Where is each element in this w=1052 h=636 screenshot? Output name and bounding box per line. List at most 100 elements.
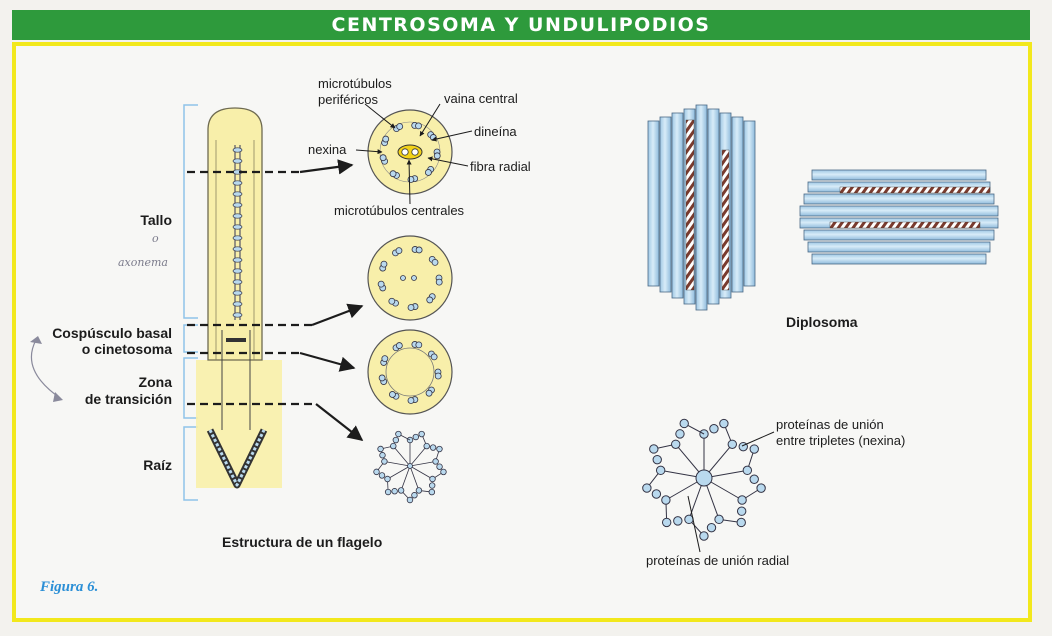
chain-link [232, 147, 243, 153]
centriole-tubule [799, 205, 999, 217]
triplet-tubule [377, 445, 384, 453]
triplet-tubule [397, 487, 405, 494]
diplosoma-horizontal [799, 169, 999, 265]
centriole-tubule [743, 120, 756, 287]
handwriting-axonema: axonema [118, 256, 168, 269]
radial-spoke [387, 465, 411, 480]
label-vaina-central: vaina central [444, 91, 518, 106]
figure-frame [12, 42, 1032, 622]
chain-link [232, 312, 243, 318]
centriole-tubule [647, 120, 660, 287]
chain-link [232, 213, 243, 219]
doublet-tubule [426, 296, 434, 304]
handwritten-arrow [30, 339, 61, 399]
doublet-tubule [415, 122, 422, 130]
radial-spoke [392, 445, 411, 467]
label-proteinas-radial: proteínas de unión radial [646, 553, 790, 568]
triplet-tubule [661, 495, 671, 505]
triplet-tubule [706, 522, 717, 533]
triplet-tubule [384, 488, 392, 496]
flagellum-drawing [196, 107, 282, 489]
cell-body-area [196, 360, 282, 488]
chain-link [232, 235, 243, 241]
basal-body-star [642, 418, 766, 541]
doublet-tubule [424, 169, 432, 176]
label-tallo: Tallo [140, 212, 172, 228]
triplet-tubule [749, 444, 759, 454]
page-title: CENTROSOMA Y UNDULIPODIOS [331, 14, 711, 36]
doublet-tubule [425, 389, 433, 397]
triplet-tubule [395, 430, 402, 438]
doublet-tubule [415, 341, 423, 349]
triplet-tubule [737, 495, 747, 505]
cross-section-root [373, 430, 447, 504]
doublet-tubule [378, 374, 386, 382]
doublet-tubule [430, 353, 438, 361]
chain-link [232, 279, 243, 285]
label-de-transicion: de transición [84, 391, 172, 407]
label-cinetosoma: o cinetosoma [81, 341, 172, 357]
doublet-tubule [407, 176, 415, 183]
triplet-tubule [436, 445, 443, 453]
doublet-tubule [389, 391, 396, 398]
triplet-tubule [727, 439, 737, 449]
triplet-tubule [714, 514, 724, 525]
centriole-tubule [671, 112, 684, 299]
chain-link [232, 268, 243, 274]
radial-spoke [400, 465, 411, 491]
triplet-tubule [736, 517, 746, 528]
triplet-tubule [384, 475, 391, 483]
region-brackets [183, 104, 198, 501]
triplet-tubule [699, 531, 709, 541]
basal-body-pointers [687, 431, 775, 553]
triplet-tubule [411, 492, 418, 499]
doublet-tubule [380, 260, 388, 268]
triplet-tubule [679, 418, 689, 429]
chain-link [232, 158, 243, 164]
triplet-tubule [652, 454, 662, 465]
doublet-tubule [435, 278, 443, 286]
caption-diplosoma: Diplosoma [786, 314, 858, 330]
chain-link [232, 257, 243, 263]
triplet-tubule [671, 439, 681, 449]
doublet-tubule [388, 297, 396, 305]
figure-label: Figura 6. [40, 579, 99, 595]
triplet-tubule [649, 444, 659, 454]
triplet-tubule [673, 516, 683, 526]
doublet-tubule [434, 372, 442, 380]
triplet-tubule [418, 430, 425, 438]
label-zona: Zona [138, 374, 172, 390]
chain-link [232, 246, 243, 252]
triplet-tubule [709, 424, 719, 434]
centriole-tubule [731, 116, 744, 293]
label-proteinas-union-2: entre tripletes (nexina) [776, 433, 906, 448]
triplet-tubule [429, 475, 436, 483]
cross-section-pointers [355, 103, 473, 205]
label-dineina: dineína [474, 124, 517, 139]
title-bar: CENTROSOMA Y UNDULIPODIOS [12, 10, 1030, 40]
chain-link [232, 290, 243, 296]
nexin-hatch [839, 186, 991, 194]
label-microtubulos: microtúbulos [318, 76, 392, 91]
triplet-tubule [373, 468, 380, 476]
triplet-tubule [381, 458, 388, 465]
centriole-tubule [807, 241, 991, 253]
radial-spoke [409, 445, 428, 467]
triplet-tubule [756, 483, 766, 493]
label-corpusculo-basal: Cospúsculo basal [52, 325, 172, 341]
triplet-tubule [412, 433, 420, 441]
doublet-tubule [407, 397, 415, 404]
chain-link [232, 191, 243, 197]
centriole-tubule [695, 104, 708, 311]
triplet-tubule [436, 463, 443, 470]
triplet-tubule [429, 444, 437, 451]
doublet-tubule [396, 123, 404, 130]
label-proteinas-union-1: proteínas de unión [776, 417, 884, 432]
triplet-tubule [423, 442, 430, 450]
triplet-tubule [415, 487, 423, 494]
doublet-tubule [379, 154, 387, 162]
diplosoma-vertical [647, 104, 756, 311]
chain-link [232, 180, 243, 186]
triplet-tubule [379, 452, 386, 459]
centriole-tubule [803, 193, 995, 205]
